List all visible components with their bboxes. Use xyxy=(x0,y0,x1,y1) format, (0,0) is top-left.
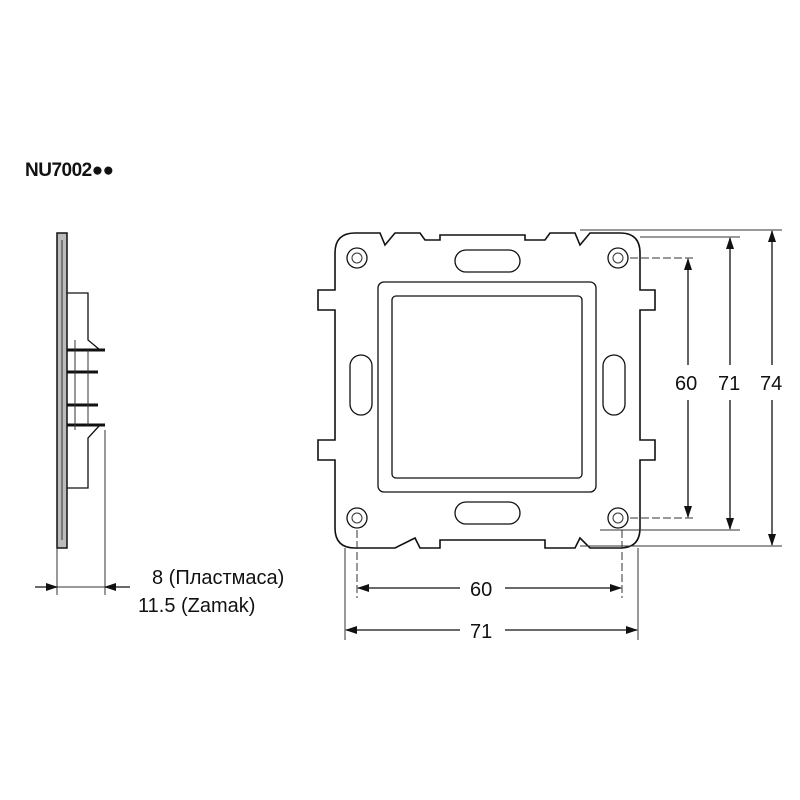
height-mid-label: 71 xyxy=(718,373,740,395)
depth-zamak-label: 11.5 (Zamak) xyxy=(138,595,255,617)
dimension-lines xyxy=(344,229,782,640)
depth-plastic-label: 8 (Пластмаса) xyxy=(152,567,284,589)
height-inner-label: 60 xyxy=(675,373,697,395)
width-inner-label: 60 xyxy=(470,579,492,601)
product-code-title: NU7002●● xyxy=(25,160,114,181)
side-view xyxy=(35,232,130,595)
front-view xyxy=(317,232,656,549)
height-outer-label: 74 xyxy=(760,373,782,395)
width-outer-label: 71 xyxy=(470,621,492,643)
